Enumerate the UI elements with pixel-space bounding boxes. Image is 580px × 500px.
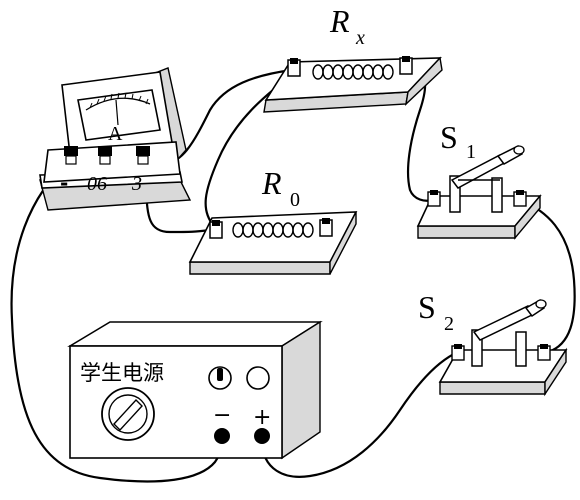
ammeter-icon [39, 67, 192, 211]
power-plus-label: + [253, 405, 271, 430]
toggle-switch-icon[interactable] [208, 366, 232, 390]
switch-s2[interactable]: S 2 [418, 289, 568, 397]
power-supply[interactable]: 学生电源 − + [67, 320, 323, 460]
ammeter-terminal-3[interactable] [136, 146, 150, 165]
rx-label-sub: x [355, 27, 365, 49]
s1-label-sub: 1 [466, 141, 476, 163]
power-terminal-neg[interactable] [214, 428, 230, 444]
coil-resistor-icon [263, 56, 443, 113]
coil-resistor-icon [188, 211, 358, 275]
wire-s2-to-power-pos [260, 350, 460, 478]
ammeter[interactable]: A - 06 3 [39, 67, 192, 211]
dial-knob-icon[interactable] [101, 387, 155, 441]
knife-switch-icon [416, 144, 542, 240]
s2-label-sub: 2 [444, 313, 454, 335]
s2-label: S [418, 289, 436, 325]
indicator-light [246, 366, 270, 390]
ammeter-3-label: 3 [131, 173, 142, 195]
wire-ammeter-neg-to-power-neg [10, 158, 224, 483]
ammeter-neg-label: - [60, 171, 68, 195]
power-supply-icon [67, 320, 323, 460]
power-supply-title: 学生电源 [80, 361, 164, 385]
s1-label: S [440, 119, 458, 155]
resistor-rx[interactable]: R x [263, 3, 443, 113]
power-minus-label: − [213, 403, 231, 428]
ammeter-terminal-neg[interactable] [64, 146, 78, 165]
switch-s1[interactable]: S 1 [416, 119, 542, 240]
rx-label: R [329, 3, 350, 39]
r0-label-sub: 0 [290, 189, 300, 211]
knife-switch-icon [438, 298, 568, 397]
ammeter-06-label: 06 [87, 173, 107, 195]
r0-label: R [261, 165, 282, 201]
ammeter-terminal-06[interactable] [98, 146, 112, 165]
ammeter-symbol-label: A [108, 123, 123, 145]
wire-s1-to-s2 [518, 198, 576, 354]
power-terminal-pos[interactable] [254, 428, 270, 444]
resistor-r0[interactable]: R 0 [188, 165, 358, 275]
